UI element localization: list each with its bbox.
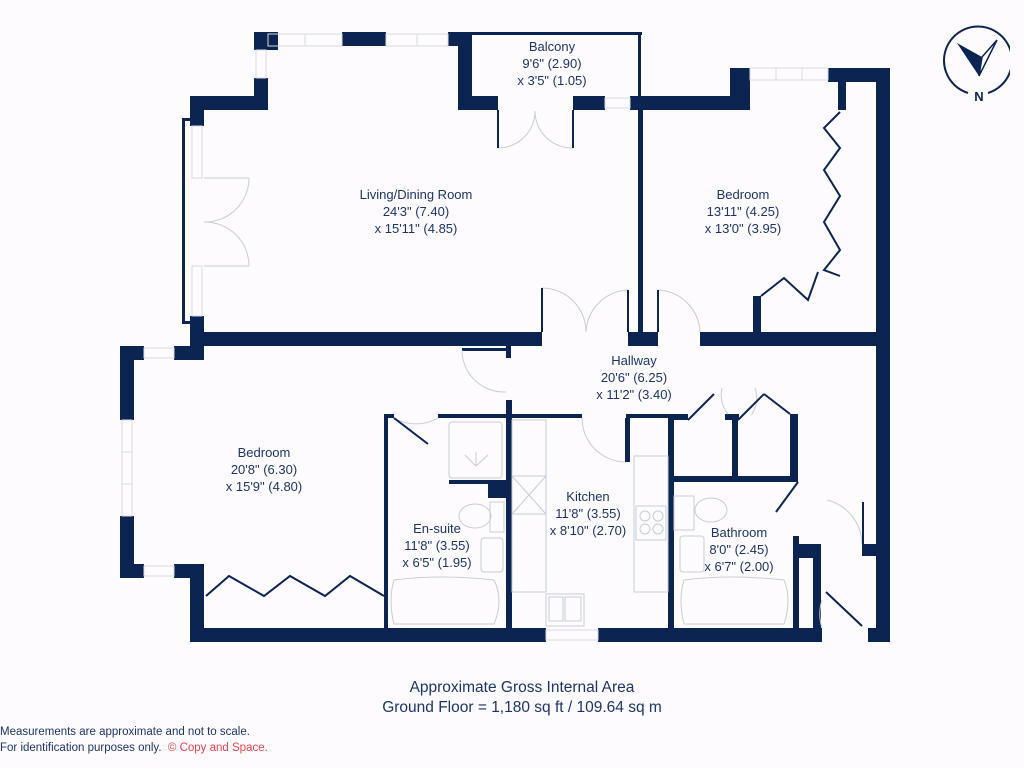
room-name: Balcony [528, 39, 576, 54]
room-dim-1: 13'11" (4.25) [706, 204, 780, 219]
room-name: En-suite [413, 521, 461, 536]
fixtures [390, 419, 789, 627]
room-dim-2: x 11'2" (3.40) [596, 387, 672, 402]
walls [120, 32, 890, 642]
room-label-bedroom-1: Bedroom 13'11" (4.25) x 13'0" (3.95) [705, 186, 781, 237]
room-dim-1: 20'6" (6.25) [600, 370, 668, 385]
area-title: Approximate Gross Internal Area [409, 679, 635, 696]
room-dim-1: 24'3" (7.40) [382, 204, 450, 219]
room-label-balcony: Balcony 9'6" (2.90) x 3'5" (1.05) [517, 38, 586, 89]
room-dim-2: x 6'7" (2.00) [704, 559, 774, 574]
room-dim-2: x 13'0" (3.95) [704, 221, 782, 236]
door-leaves [205, 110, 864, 627]
area-value: Ground Floor = 1,180 sq ft / 109.64 sq m [382, 699, 662, 716]
room-name: Bedroom [716, 187, 770, 202]
room-label-ensuite: En-suite 11'8" (3.55) x 6'5" (1.95) [402, 520, 471, 571]
area-summary: Approximate Gross Internal Area Ground F… [0, 678, 1024, 718]
room-dim-1: 20'8" (6.30) [230, 462, 298, 477]
room-dim-2: x 15'9" (4.80) [225, 479, 303, 494]
room-label-living: Living/Dining Room 24'3" (7.40) x 15'11"… [360, 186, 473, 237]
room-name: Bathroom [710, 525, 768, 540]
room-dim-1: 11'8" (3.55) [404, 538, 470, 553]
room-name: Living/Dining Room [359, 187, 473, 202]
disclaimer: Measurements are approximate and not to … [0, 724, 268, 756]
room-label-kitchen: Kitchen 11'8" (3.55) x 8'10" (2.70) [550, 488, 626, 539]
room-dim-1: 11'8" (3.55) [555, 506, 621, 521]
room-name: Hallway [611, 353, 657, 368]
room-dim-2: x 8'10" (2.70) [549, 523, 627, 538]
room-dim-1: 9'6" (2.90) [522, 56, 582, 71]
room-label-hallway: Hallway 20'6" (6.25) x 11'2" (3.40) [596, 352, 672, 403]
room-label-bathroom: Bathroom 8'0" (2.45) x 6'7" (2.00) [704, 524, 773, 575]
compass-north-label: N [974, 89, 984, 104]
windows [121, 33, 829, 641]
disclaimer-line-1: Measurements are approximate and not to … [0, 726, 250, 738]
copyright-text: © Copy and Space. [167, 742, 268, 754]
room-name: Kitchen [566, 489, 610, 504]
room-label-bedroom-2: Bedroom 20'8" (6.30) x 15'9" (4.80) [226, 444, 302, 495]
room-dim-2: x 6'5" (1.95) [402, 555, 472, 570]
room-dim-2: x 15'11" (4.85) [374, 221, 458, 236]
north-arrow-icon [943, 25, 1010, 94]
room-dim-2: x 3'5" (1.05) [517, 73, 587, 88]
room-dim-1: 8'0" (2.45) [709, 542, 769, 557]
disclaimer-line-2: For identification purposes only. [0, 742, 162, 754]
room-name: Bedroom [237, 445, 291, 460]
